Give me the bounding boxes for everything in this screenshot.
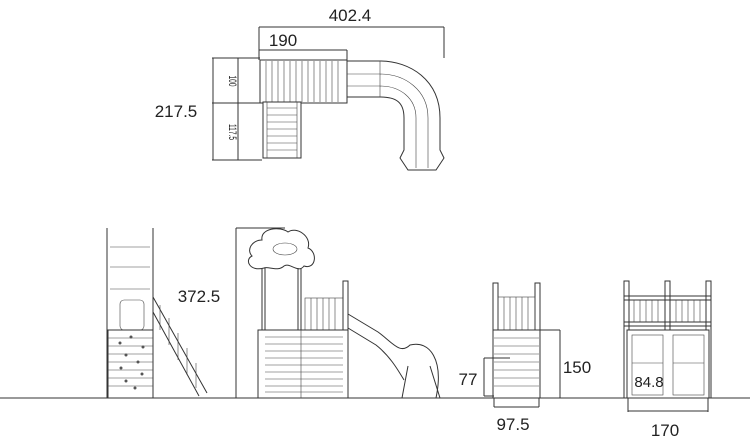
- stair-depth-label: 117.5: [227, 124, 239, 140]
- front-view: [235, 227, 441, 399]
- rear-view: 84.8 170: [623, 280, 712, 440]
- cloud-sign: [248, 228, 315, 270]
- rear-width-label: 170: [651, 421, 679, 440]
- overall-depth-label: 217.5: [155, 102, 198, 121]
- total-height-label: 372.5: [178, 287, 221, 306]
- slide-plan: [347, 60, 445, 171]
- end-width-label: 97.5: [496, 415, 529, 434]
- overall-length-label: 402.4: [329, 6, 372, 25]
- deck-length-label: 190: [269, 31, 297, 50]
- end-view: 150 77 97.5: [459, 282, 591, 434]
- top-view: 402.4 190 217.5 100 117.5: [155, 6, 445, 171]
- inner-width-label: 84.8: [634, 374, 663, 391]
- stair-rail: [152, 296, 208, 397]
- climbing-wall: [107, 329, 154, 399]
- deck-depth-label: 100: [227, 75, 239, 86]
- deck-plan: [259, 59, 348, 104]
- deck-height-label: 150: [563, 358, 591, 377]
- side-view: 372.5: [106, 228, 221, 399]
- stairs-plan: [262, 101, 302, 159]
- slide-side: [347, 313, 439, 399]
- step-height-label: 77: [459, 370, 478, 389]
- deck-base: [257, 329, 349, 399]
